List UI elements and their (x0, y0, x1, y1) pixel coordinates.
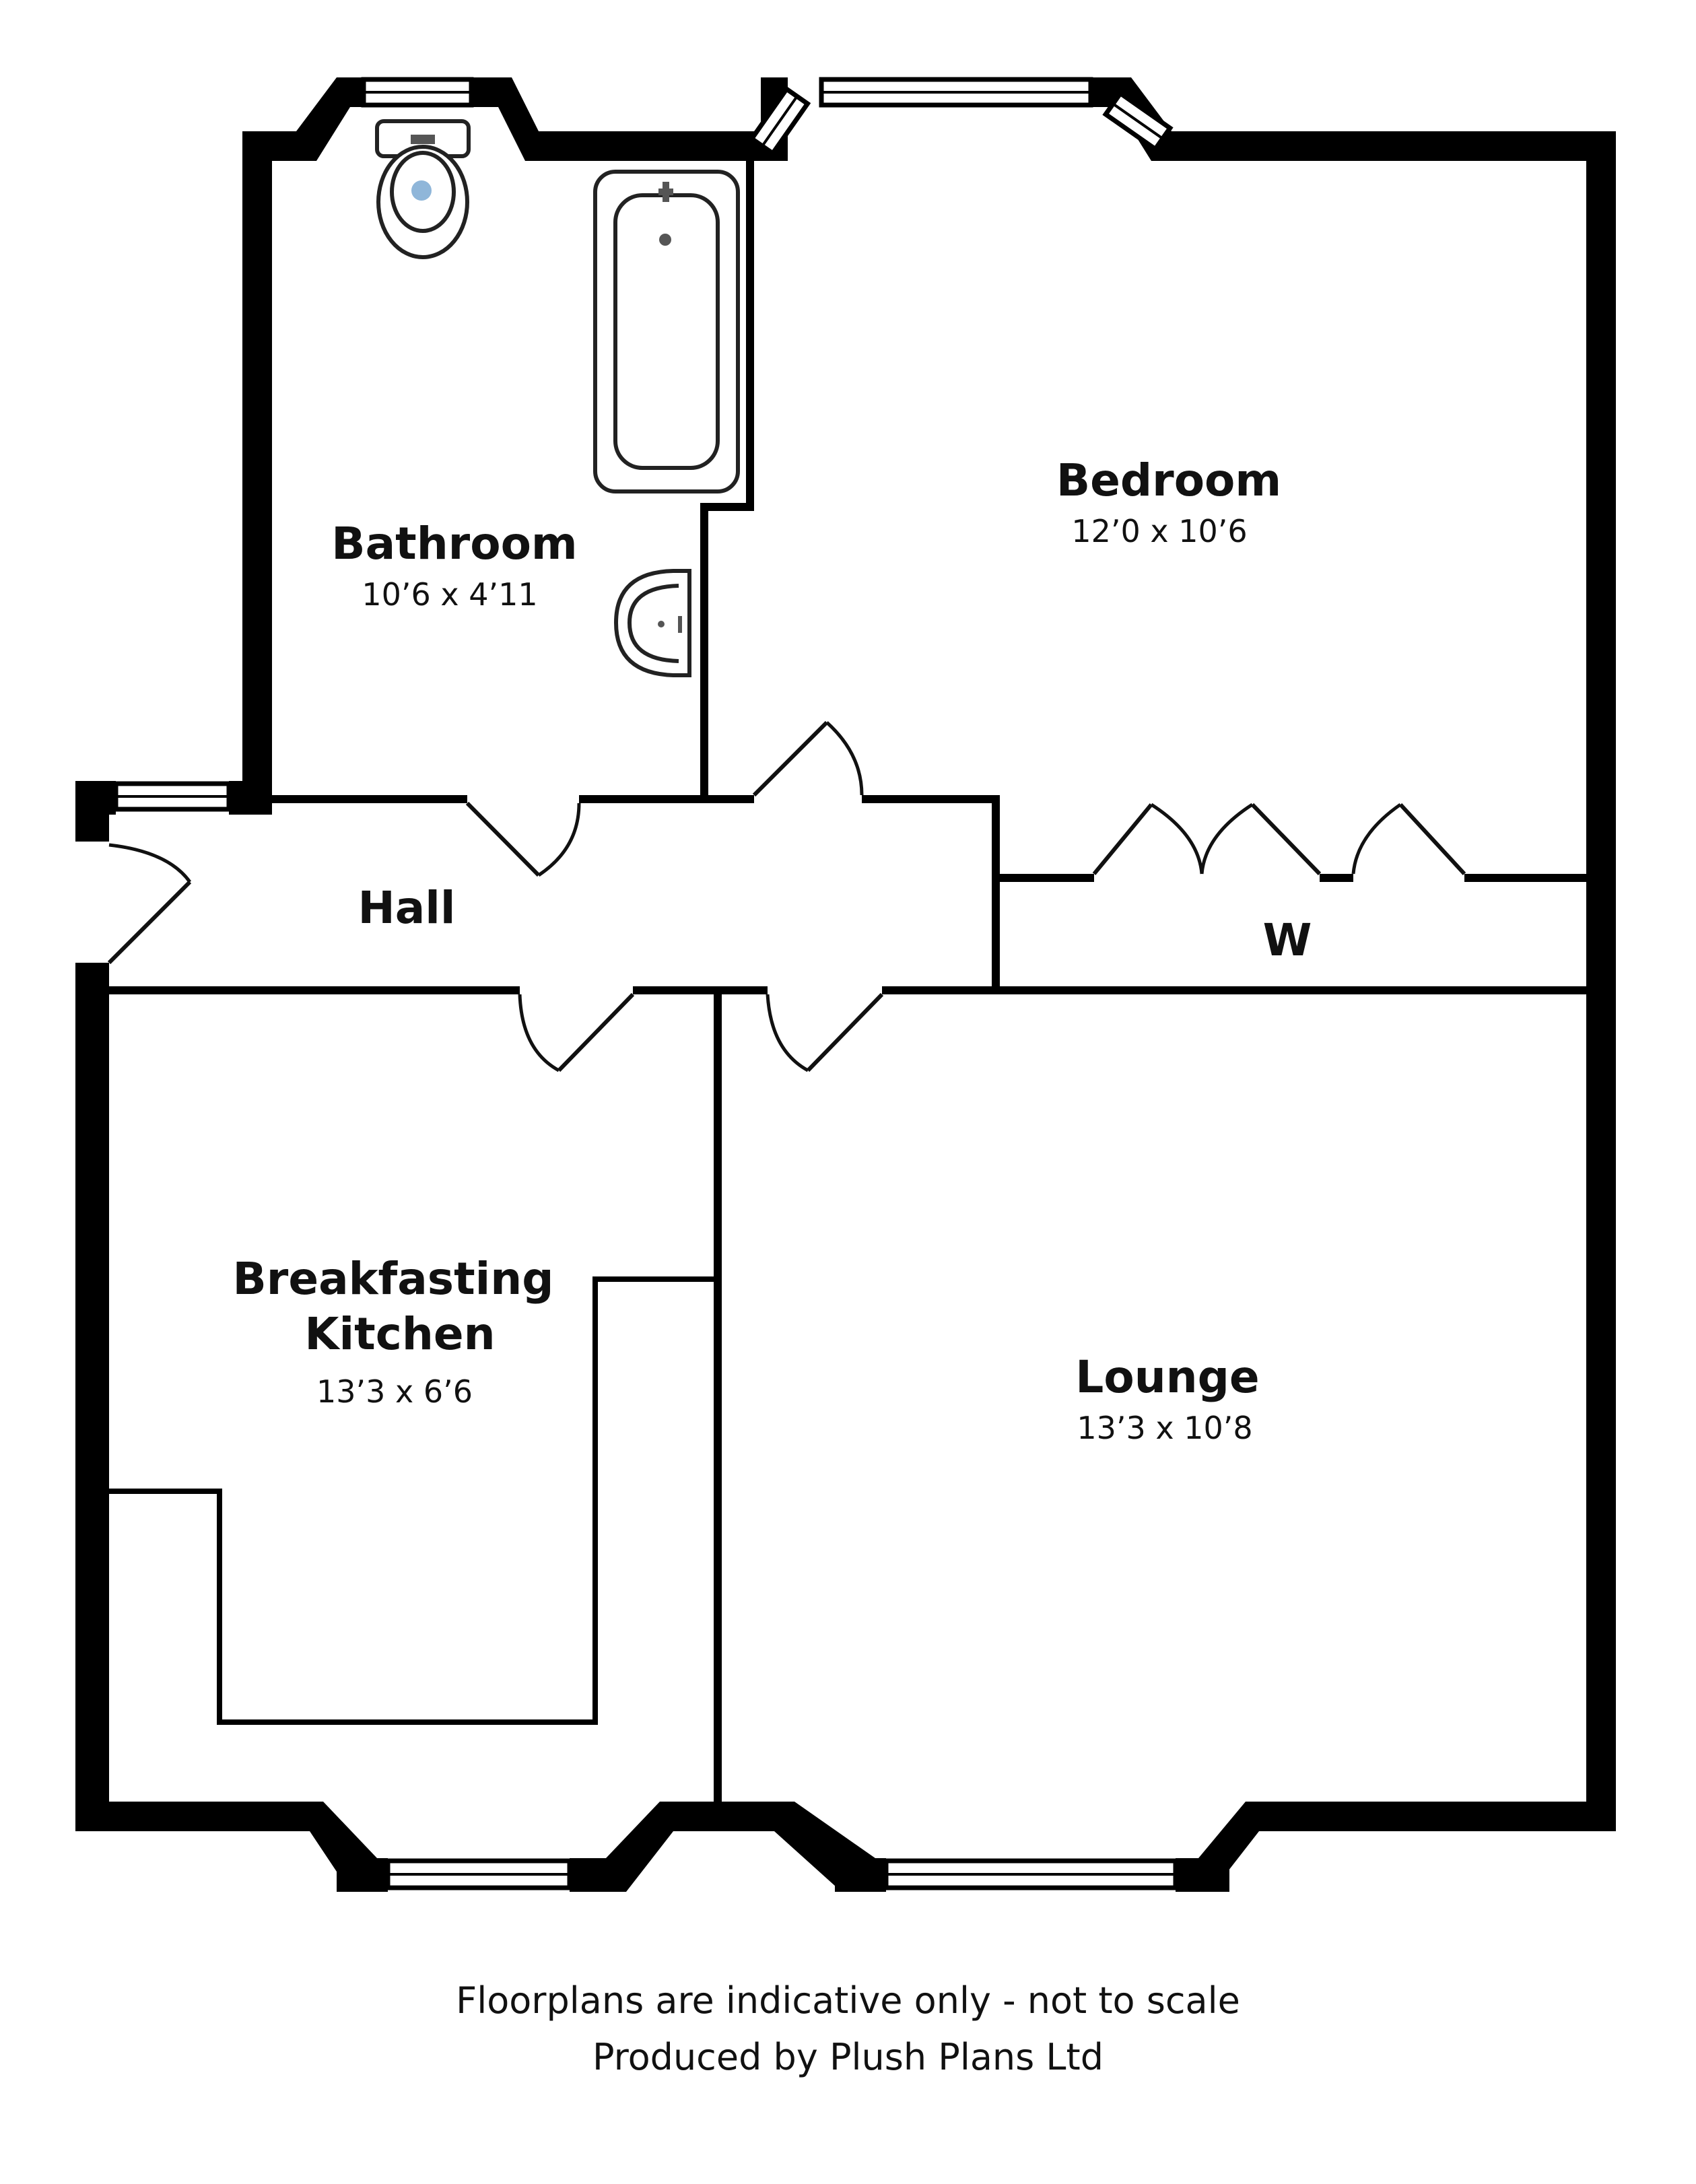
bedroom-window-right (1102, 90, 1174, 153)
bedroom-window-left (748, 86, 811, 157)
lounge-label: Lounge (1075, 1351, 1259, 1403)
disclaimer-text: Floorplans are indicative only - not to … (456, 1979, 1240, 2022)
kitchen-label-line2: Kitchen (304, 1308, 495, 1360)
bedroom-label: Bedroom (1056, 454, 1281, 506)
front-door (107, 843, 192, 965)
bathroom-label: Bathroom (331, 518, 577, 570)
toilet-icon (375, 119, 471, 259)
room-labels: Bathroom 10’6 x 4’11 Bedroom 12’0 x 10’6… (233, 454, 1312, 1446)
bathroom-fixtures (375, 119, 740, 677)
lounge-door (766, 992, 884, 1072)
kitchen-door (518, 992, 635, 1072)
kitchen-dimensions: 13’3 x 6’6 (316, 1373, 473, 1410)
bathroom-dimensions: 10’6 x 4’11 (362, 576, 537, 613)
internal-walls (109, 161, 1586, 1802)
wardrobe-label: W (1263, 914, 1312, 966)
lounge-dimensions: 13’3 x 10’8 (1077, 1410, 1252, 1446)
wardrobe-doors (1092, 803, 1466, 876)
outer-walls (75, 77, 1616, 1892)
hall-label: Hall (358, 882, 455, 934)
windows (113, 77, 1178, 1890)
bathroom-door (465, 801, 581, 877)
doors (107, 720, 1466, 1072)
sink-icon (613, 569, 691, 677)
bedroom-door (752, 720, 864, 797)
producer-credit: Produced by Plush Plans Ltd (592, 2036, 1104, 2078)
kitchen-counters (109, 1276, 714, 1725)
kitchen-label-line1: Breakfasting (233, 1253, 554, 1305)
bathtub-icon (593, 170, 740, 493)
bedroom-dimensions: 12’0 x 10’6 (1071, 513, 1247, 549)
